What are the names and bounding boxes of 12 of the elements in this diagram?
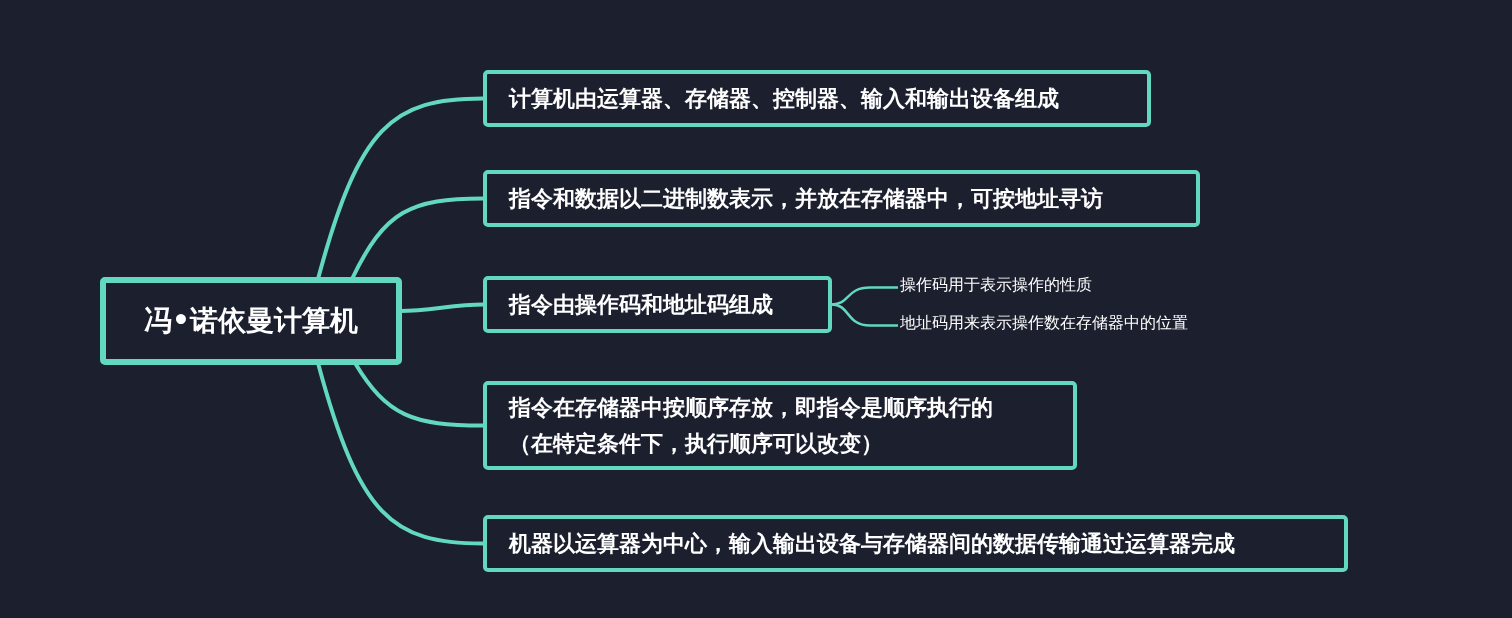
subtopic-text: 地址码用来表示操作数在存储器中的位置 (898, 313, 1190, 334)
branch-line (831, 303, 898, 327)
topic-box: 计算机由运算器、存储器、控制器、输入和输出设备组成 (483, 70, 1151, 127)
subtopic-text: 操作码用于表示操作的性质 (898, 275, 1094, 296)
topic-box: 指令由操作码和地址码组成 (483, 276, 832, 333)
branch-line (316, 96, 484, 280)
branch-line (350, 196, 484, 280)
topic-box: 指令和数据以二进制数表示，并放在存储器中，可按地址寻访 (483, 170, 1200, 227)
branch-line (316, 362, 484, 546)
topic-box: 指令在存储器中按顺序存放，即指令是顺序执行的（在特定条件下，执行顺序可以改变） (483, 381, 1077, 470)
topic-box: 机器以运算器为中心，输入输出设备与存储器间的数据传输通过运算器完成 (483, 515, 1348, 572)
central-topic-box: 冯•诺依曼计算机 (100, 277, 402, 365)
